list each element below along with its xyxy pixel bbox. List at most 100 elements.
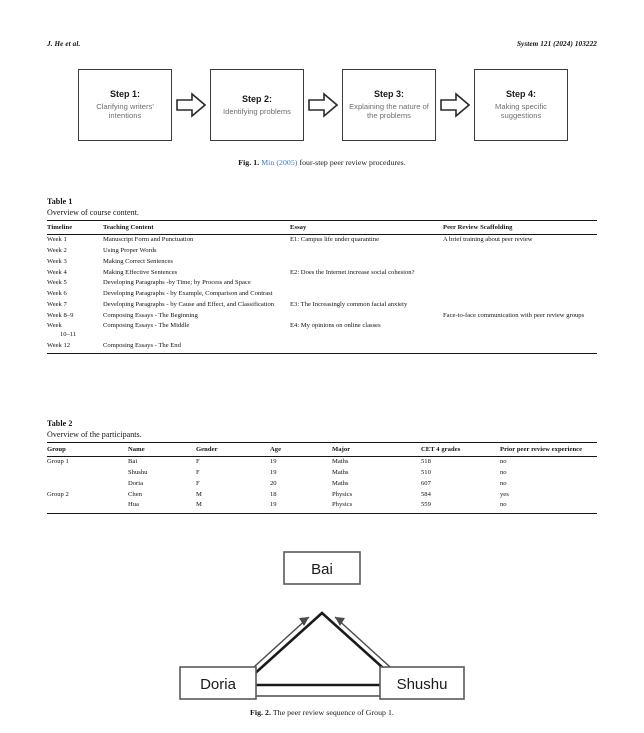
table-row: Group 2 Chen M 18 Physics 584 yes	[47, 490, 597, 501]
cell-teaching: Making Correct Sentences	[103, 257, 173, 265]
flow-step-3-title: Step 3:	[373, 89, 404, 100]
cell-age: 19	[270, 501, 277, 509]
cell-teaching: Composing Essays - The End	[103, 341, 181, 349]
table-2-header-group: Group	[47, 441, 128, 458]
table-2-number: Table 2	[47, 419, 73, 428]
cell-group: Group 1	[47, 458, 69, 466]
table-row: Group 1 Bai F 19 Maths 518 no	[47, 457, 597, 468]
cell-name: Doria	[128, 479, 144, 487]
cell-name: Shushu	[128, 469, 148, 477]
table-1: Timeline Teaching Content Essay Peer Rev…	[47, 219, 597, 354]
flow-step-3-desc: Explaining the nature of the problems	[349, 102, 429, 121]
node-bai-label: Bai	[311, 561, 333, 578]
cell-name: Chen	[128, 490, 142, 498]
cell-teaching: Composing Essays - The Beginning	[103, 311, 198, 319]
table-row: Week 6 Developing Paragraphs - by Exampl…	[47, 289, 597, 300]
running-head-authors: J. He et al.	[47, 40, 81, 48]
figure-2-caption-text: The peer review sequence of Group 1.	[272, 708, 394, 717]
cell-scaffolding	[443, 300, 597, 311]
cell-prior: no	[500, 479, 507, 487]
running-head-journal-ref: System 121 (2024) 103222	[516, 40, 597, 48]
cell-gender: M	[196, 490, 202, 498]
cell-timeline: Week 7	[47, 300, 67, 308]
cell-age: 19	[270, 458, 277, 466]
table-1-header-essay: Essay	[290, 219, 443, 236]
cell-teaching: Developing Paragraphs -by Time; by Proce…	[103, 279, 251, 287]
table-1-caption: Overview of course content.	[47, 208, 139, 217]
cell-essay: E4: My opinions on online classes	[290, 322, 381, 330]
right-block-arrow-icon	[172, 68, 210, 142]
node-doria: Doria	[179, 666, 257, 700]
node-doria-label: Doria	[200, 676, 237, 693]
figure-1-caption-citation[interactable]: Min (2005)	[261, 158, 298, 167]
cell-teaching: Developing Paragraphs - by Example, Comp…	[103, 290, 273, 298]
cell-scaffolding	[443, 321, 597, 340]
table-row: Hua M 19 Physics 559 no	[47, 500, 597, 513]
cell-scaffolding	[443, 341, 597, 354]
cell-essay: E1: Campus life under quarantine	[290, 236, 379, 244]
cell-age: 20	[270, 479, 277, 487]
table-1-number: Table 1	[47, 197, 73, 206]
cell-timeline-line1: Week	[47, 322, 62, 330]
cell-essay: E3: The Increasingly common facial anxie…	[290, 300, 408, 308]
cell-scaffolding: Face-to-face communication with peer rev…	[443, 311, 585, 319]
flow-step-2-desc: Identifying problems	[223, 106, 291, 116]
flow-step-1-title: Step 1:	[109, 89, 140, 100]
figure-1-flowchart: Step 1: Clarifying writers' intentions S…	[78, 68, 568, 142]
flow-step-4: Step 4: Making specific suggestions	[474, 69, 568, 141]
cell-scaffolding	[443, 289, 597, 300]
flow-step-4-title: Step 4:	[505, 89, 536, 100]
cell-name: Bai	[128, 458, 138, 466]
arrow-doria-shushu	[240, 692, 396, 700]
table-row: Week 1 Manuscript Form and Punctuation E…	[47, 235, 597, 246]
table-row: Week 12 Composing Essays - The End	[47, 341, 597, 354]
cell-timeline: Week 3	[47, 257, 67, 265]
cell-prior: no	[500, 501, 507, 509]
cell-essay	[290, 341, 443, 354]
flow-step-1: Step 1: Clarifying writers' intentions	[78, 69, 172, 141]
cell-essay	[290, 278, 443, 289]
table-row: Doria F 20 Maths 607 no	[47, 479, 597, 490]
cell-group	[47, 479, 128, 490]
table-row: Week 10–11 Composing Essays - The Middle…	[47, 321, 597, 340]
table-2-header-prior: Prior peer review experience	[500, 441, 597, 458]
cell-age: 18	[270, 490, 277, 498]
cell-major: Physics	[332, 490, 353, 498]
table-row: Week 5 Developing Paragraphs -by Time; b…	[47, 278, 597, 289]
cell-timeline: Week 10–11	[47, 321, 103, 340]
cell-scaffolding	[443, 246, 597, 257]
table-2-header-row: Group Name Gender Age Major CET 4 grades…	[47, 441, 597, 458]
cell-timeline: Week 12	[47, 341, 71, 349]
cell-teaching: Manuscript Form and Punctuation	[103, 236, 194, 244]
table-2-header-cet4: CET 4 grades	[421, 441, 500, 458]
cell-timeline: Week 5	[47, 279, 67, 287]
node-shushu-label: Shushu	[397, 676, 448, 693]
cell-prior: yes	[500, 490, 509, 498]
figure-2-triangle-diagram: Bai Doria Shushu	[0, 545, 644, 705]
table-1-header-row: Timeline Teaching Content Essay Peer Rev…	[47, 219, 597, 236]
cell-major: Maths	[332, 458, 349, 466]
table-row: Week 2 Using Proper Words	[47, 246, 597, 257]
cell-gender: F	[196, 458, 200, 466]
cell-major: Physics	[332, 501, 353, 509]
figure-1-caption-text: four-step peer review procedures.	[299, 158, 406, 167]
table-row: Week 3 Making Correct Sentences	[47, 257, 597, 268]
table-2-header-gender: Gender	[196, 441, 270, 458]
cell-timeline: Week 4	[47, 268, 67, 276]
cell-scaffolding	[443, 268, 597, 279]
cell-age: 19	[270, 469, 277, 477]
cell-essay	[290, 246, 443, 257]
cell-scaffolding	[443, 257, 597, 268]
figure-2-caption: Fig. 2. The peer review sequence of Grou…	[0, 708, 644, 717]
cell-essay: E2: Does the Internet increase social co…	[290, 268, 415, 276]
cell-timeline: Week 8–9	[47, 311, 74, 319]
table-row: Week 8–9 Composing Essays - The Beginnin…	[47, 311, 597, 322]
table-row: Shushu F 19 Maths 510 no	[47, 468, 597, 479]
table-2: Group Name Gender Age Major CET 4 grades…	[47, 441, 597, 514]
cell-group	[47, 500, 128, 513]
node-shushu: Shushu	[379, 666, 465, 700]
right-block-arrow-icon	[304, 68, 342, 142]
table-2-block: Table 2 Overview of the participants. Gr…	[47, 419, 597, 514]
figure-2-caption-label: Fig. 2.	[250, 708, 271, 717]
cell-cet4: 510	[421, 469, 431, 477]
